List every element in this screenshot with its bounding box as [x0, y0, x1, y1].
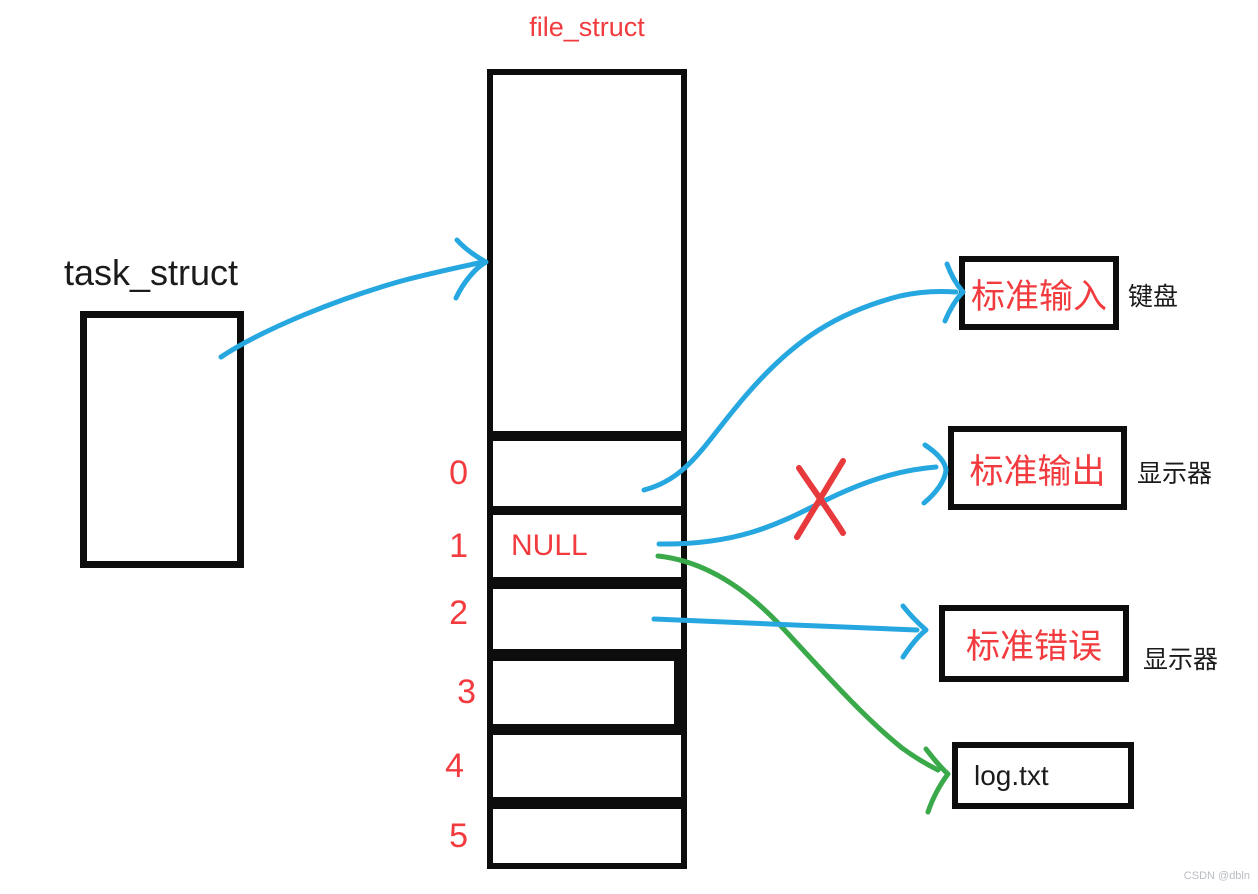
keyboard-label: 键盘: [1128, 283, 1179, 311]
file-struct-title: file_struct: [529, 12, 645, 42]
fd0-to-stdin-arrow: [641, 261, 966, 493]
fd-index-5: 5: [449, 816, 468, 855]
fd-cell-5-value: [493, 809, 681, 863]
fd-cell-3-value: [493, 661, 674, 724]
fd-cell-0: [487, 435, 687, 512]
fd2-to-stderr-arrow: [651, 603, 929, 660]
fd-index-4: 4: [445, 746, 464, 785]
watermark: CSDN @dbln: [1183, 870, 1250, 882]
fd-index-0: 0: [449, 454, 468, 492]
task-struct-box: [80, 311, 244, 568]
fd-cell-1: NULL: [487, 509, 687, 583]
task-struct-title: task_struct: [64, 252, 239, 293]
standard-input-box: 标准输入: [959, 256, 1119, 330]
file-struct-box: [487, 69, 687, 437]
monitor-label-error: 显示器: [1143, 646, 1219, 674]
fd-cell-2-value: [493, 589, 681, 649]
fd-cell-4: [487, 729, 687, 803]
fd-cell-2: [487, 583, 687, 655]
fd1-to-log-arrow: [655, 553, 951, 815]
monitor-label-output: 显示器: [1137, 460, 1213, 488]
fd-index-2: 2: [449, 593, 468, 632]
fd-cell-1-value: NULL: [511, 529, 588, 562]
standard-output-box: 标准输出: [948, 426, 1127, 510]
log-file-box: log.txt: [952, 742, 1134, 809]
fd-index-3: 3: [457, 673, 476, 711]
fd1-to-stdout-arrow: [656, 442, 949, 547]
fd-index-1: 1: [449, 526, 468, 565]
red-cross-icon: [794, 458, 846, 540]
fd-cell-3: [487, 655, 687, 730]
fd-cell-4-value: [493, 735, 681, 797]
standard-error-box: 标准错误: [939, 605, 1129, 682]
fd-cell-5: [487, 803, 687, 869]
fd-cell-0-value: [493, 441, 681, 506]
